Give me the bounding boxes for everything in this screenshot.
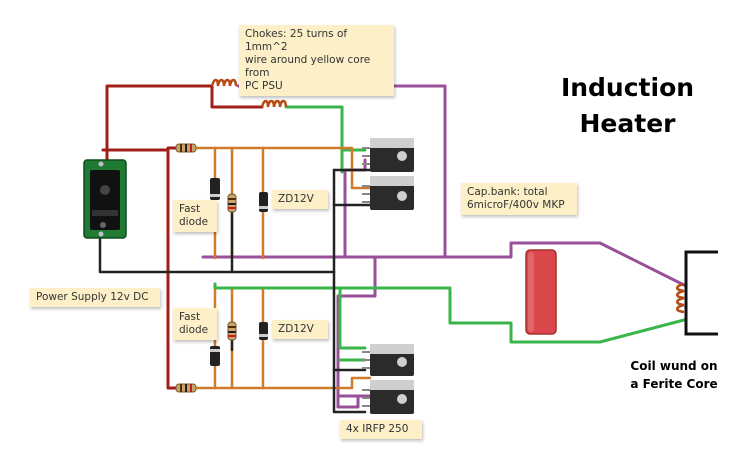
ferrite-coil-icon xyxy=(676,250,718,336)
fast-diode-note-top: Fast diode xyxy=(173,200,217,232)
chokes-note: Chokes: 25 turns of 1mm^2 wire around ye… xyxy=(239,25,394,96)
title-line-2: Heater xyxy=(579,109,676,138)
page-title: Induction Heater xyxy=(545,70,710,142)
fast-diode-note-bottom: Fast diode xyxy=(173,308,217,340)
mosfet-1 xyxy=(362,138,414,172)
title-line-1: Induction xyxy=(560,73,695,102)
ground-wire xyxy=(98,168,372,414)
zener-note-top: ZD12V xyxy=(272,190,328,209)
mosfet-2 xyxy=(362,176,414,210)
zener-note-bottom: ZD12V xyxy=(272,320,328,339)
coil-caption-line-2: a Ferite Core xyxy=(630,377,718,391)
choke-coil-icon xyxy=(210,78,288,108)
wires xyxy=(98,84,686,414)
power-jack-icon xyxy=(83,159,127,239)
green-wire xyxy=(213,105,686,362)
coil-caption: Coil wund on a Ferite Core xyxy=(612,357,736,393)
red-power-wire xyxy=(101,84,264,390)
resistor-icon xyxy=(175,143,237,393)
capacitor-icon xyxy=(525,249,557,335)
mosfet-4 xyxy=(362,380,414,414)
mosfet-icon xyxy=(362,138,414,414)
coil-caption-line-1: Coil wund on xyxy=(630,359,718,373)
power-supply-note: Power Supply 12v DC xyxy=(30,288,160,307)
orange-wire xyxy=(194,146,372,390)
diode-icon xyxy=(210,178,268,366)
purple-wire xyxy=(201,84,686,409)
mosfet-3 xyxy=(362,344,414,376)
mosfets-note: 4x IRFP 250 xyxy=(340,420,422,439)
cap-bank-note: Cap.bank: total 6microF/400v MKP xyxy=(461,183,577,215)
